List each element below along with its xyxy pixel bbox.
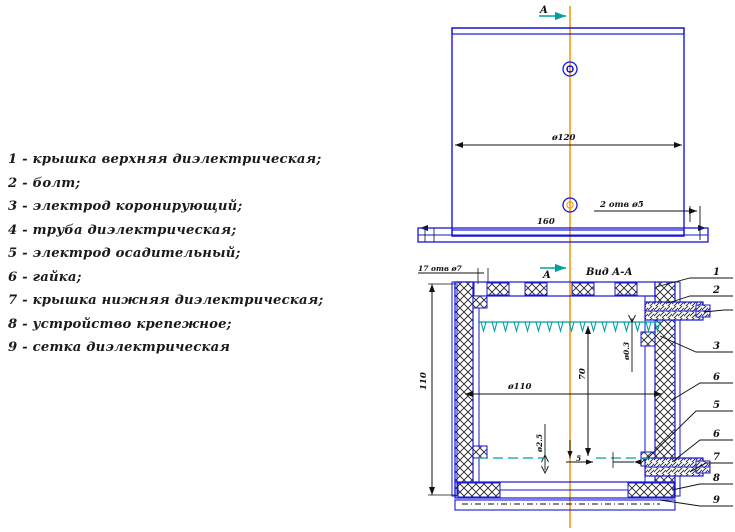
dimension-110-height: 110 — [419, 283, 456, 496]
dimension-diameter-110: ø110 — [465, 382, 662, 397]
legend-item: 3 - электрод коронирующий; — [8, 199, 243, 214]
bolt-hole-top — [562, 61, 578, 77]
callout-number-6b: 6 — [713, 429, 720, 440]
legend-item: 2 - болт; — [8, 175, 81, 191]
dimension-label-diameter-110: ø110 — [507, 382, 531, 392]
callout-number-3: 3 — [713, 341, 720, 352]
corona-electrode-row — [478, 321, 662, 334]
callout-group — [647, 277, 733, 507]
callout-number-9: 9 — [713, 495, 720, 506]
legend-item: 5 - электрод осадительный; — [8, 246, 241, 261]
note-17-holes: 17 отв ø7 — [418, 264, 489, 284]
left-wall — [451, 281, 488, 497]
dimension-label-wire-diameter: ø0.3 — [622, 342, 631, 361]
callout-number-5: 5 — [713, 400, 720, 411]
dimension-160: 160 — [420, 217, 706, 231]
callout-number-2: 2 — [712, 285, 720, 296]
note-label-2-holes: 2 отв ø5 — [599, 200, 644, 210]
legend-item: 1 - крышка верхняя диэлектрическая; — [8, 152, 322, 167]
dimension-gap-5: 5 — [566, 440, 642, 468]
dimension-label-70: 70 — [578, 368, 588, 380]
section-view-a-a: Вид А-А A 17 отв ø7 — [418, 263, 733, 511]
section-arrow-label-bottom: A — [542, 270, 551, 281]
section-arrow-bottom: A — [540, 263, 566, 281]
callout-number-1: 1 — [713, 267, 720, 278]
dimension-label-110-height: 110 — [419, 372, 429, 390]
bolt-nut-bottom — [644, 457, 711, 477]
callout-number-8: 8 — [713, 473, 720, 484]
dimension-label-160: 160 — [537, 217, 555, 227]
dimension-label-rod-diameter: ø2.5 — [535, 434, 544, 453]
bolt-hole-bottom — [562, 197, 578, 213]
legend-item: 6 - гайка; — [8, 269, 82, 285]
dimension-rod-diameter: ø2.5 — [535, 424, 549, 475]
bottom-lid-assembly — [454, 481, 676, 511]
top-view: ø120 160 2 отв ø5 A — [417, 5, 709, 243]
callout-number-6a: 6 — [713, 372, 720, 383]
section-arrow-label-top: A — [539, 5, 548, 16]
callout-number-7: 7 — [713, 452, 720, 463]
bolt-nut-top — [644, 301, 711, 321]
top-lid-assembly — [454, 281, 656, 297]
dimension-label-diameter-120: ø120 — [551, 133, 575, 143]
parts-legend: 1 - крышка верхняя диэлектрическая; 2 - … — [8, 148, 328, 360]
note-label-17-holes: 17 отв ø7 — [418, 264, 463, 273]
legend-item: 4 - труба диэлектрическая; — [8, 222, 237, 238]
legend-item: 9 - сетка диэлектрическая — [8, 340, 231, 355]
dimension-wire-diameter: ø0.3 — [622, 314, 636, 372]
dimension-diameter-120: ø120 — [455, 133, 682, 148]
legend-item: 8 - устройство крепежное; — [8, 316, 232, 332]
legend-item: 7 - крышка нижняя диэлектрическая; — [8, 293, 324, 308]
section-arrow-top: A — [539, 5, 566, 21]
dimension-label-gap-5: 5 — [576, 454, 581, 463]
section-view-title: Вид А-А — [585, 267, 633, 278]
dimension-70: 70 — [578, 326, 591, 456]
note-2-holes: 2 отв ø5 — [594, 200, 701, 240]
